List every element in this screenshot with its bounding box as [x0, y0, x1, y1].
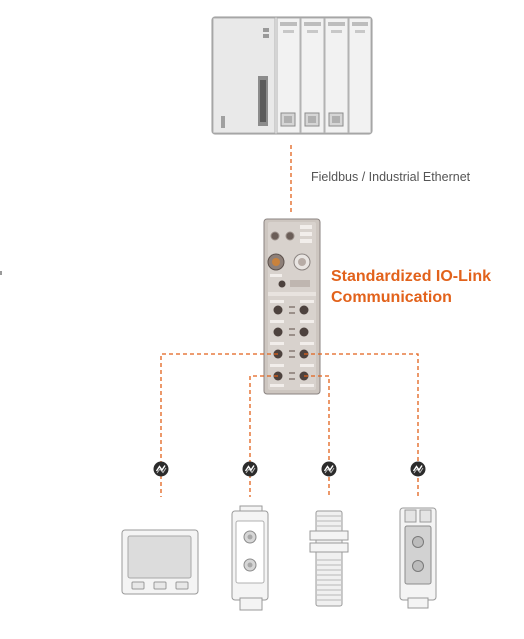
iolink-line-photoelectric-sensor — [249, 375, 278, 497]
cylindrical-sensor — [309, 510, 349, 607]
iolink-label-line1: Standardized IO-Link — [331, 268, 492, 285]
iolink-connection-lines — [160, 353, 419, 497]
iolink-symbol-icon — [153, 461, 169, 477]
plc-io-module — [276, 17, 301, 134]
iolink-symbol-icon — [242, 461, 258, 477]
plc-io-module — [348, 17, 372, 134]
iolink-label-line2: Communication — [331, 289, 452, 306]
iolink-communication-label: Standardized IO-Link Communication — [331, 266, 491, 308]
fieldbus-label: Fieldbus / Industrial Ethernet — [311, 170, 471, 184]
iolink-symbol-icon — [410, 461, 426, 477]
hmi-display-device — [121, 529, 199, 595]
plc-io-module — [324, 17, 349, 134]
edge-marker — [0, 271, 2, 275]
iolink-line-hmi — [160, 353, 278, 497]
photoelectric-sensor — [231, 505, 269, 611]
iolink-symbol-icon — [321, 461, 337, 477]
optical-sensor — [399, 507, 437, 609]
plc-controller — [211, 16, 373, 135]
iolink-master-module — [263, 218, 321, 395]
plc-io-module — [300, 17, 325, 134]
iolink-line-optical-sensor — [304, 353, 419, 497]
iolink-line-cylindrical-sensor — [304, 375, 330, 497]
